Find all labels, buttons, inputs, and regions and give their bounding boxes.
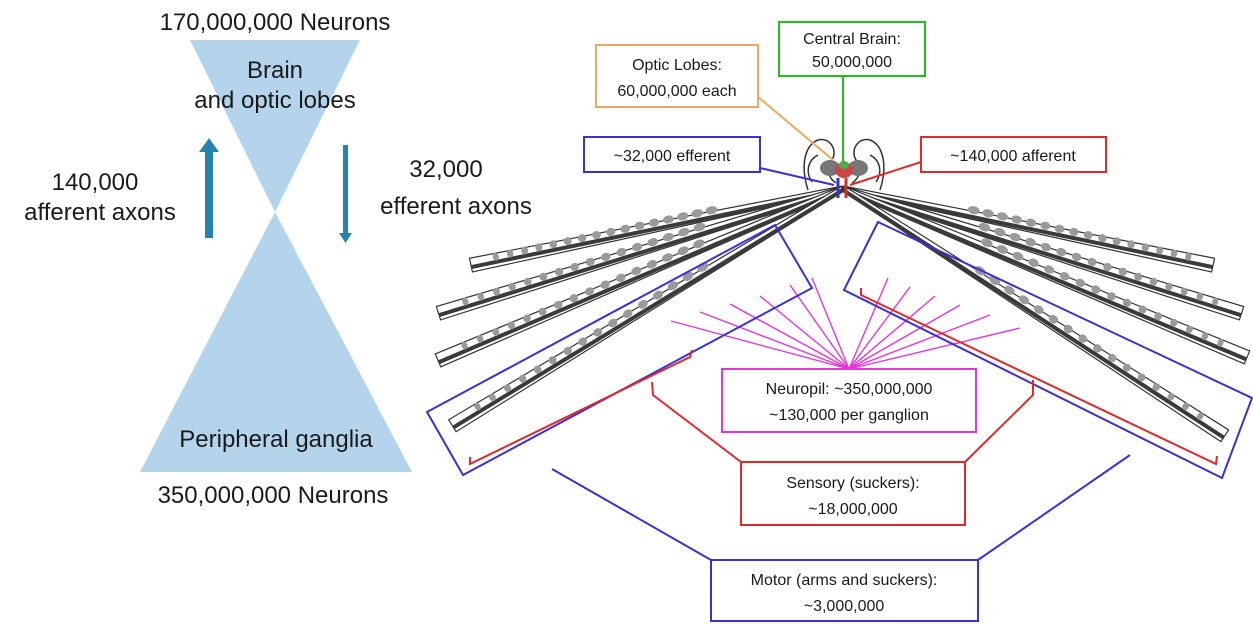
motor-value: ~3,000,000 [804,598,885,615]
sensory-value: ~18,000,000 [808,501,898,518]
efferent-callout-text: ~32,000 efferent [614,148,731,165]
neuropil-line [671,321,849,369]
central-brain-title: Central Brain: [803,31,901,48]
sensory-title: Sensory (suckers): [786,475,919,492]
neuropil-line [700,312,849,369]
neuropil-line [730,304,849,369]
brain-label-line2: and optic lobes [194,87,355,114]
neuropil-callout: Neuropil: ~350,000,000 ~130,000 per gang… [722,369,976,432]
optic-lobes-leader [757,96,833,160]
neuropil-line [849,305,960,369]
afferent-callout-text: ~140,000 afferent [950,148,1076,165]
optic-lobes-value: 60,000,000 each [617,83,736,100]
optic-lobes-callout: Optic Lobes: 60,000,000 each [596,45,758,107]
brain-label-line1: Brain [247,57,303,84]
efferent-label: efferent axons [380,193,532,220]
motor-connector-left [552,469,711,560]
arm [843,186,1215,272]
motor-callout: Motor (arms and suckers): ~3,000,000 [711,560,978,621]
neuropil-value: ~130,000 per ganglion [769,407,929,424]
motor-connector-right [978,455,1130,560]
octopus-schematic: Central Brain: 50,000,000 Optic Lobes: 6… [427,22,1252,621]
sensory-callout: Sensory (suckers): ~18,000,000 [741,462,965,525]
sensory-bracket-left [470,350,692,464]
central-brain-callout: Central Brain: 50,000,000 [779,22,925,76]
peripheral-label: Peripheral ganglia [179,426,373,453]
ganglia-neuron-count: 350,000,000 Neurons [158,482,389,509]
efferent-arrow-shaft [343,145,348,235]
optic-lobes-title: Optic Lobes: [632,57,722,74]
neuropil-line [760,296,849,369]
hourglass-diagram: 170,000,000 Neurons Brain and optic lobe… [24,9,532,509]
neuropil-title: Neuropil: ~350,000,000 [766,381,933,398]
motor-title: Motor (arms and suckers): [751,572,938,589]
central-brain-value: 50,000,000 [812,54,892,71]
efferent-arrow-head [339,233,352,243]
afferent-callout: ~140,000 afferent [921,137,1106,172]
efferent-number: 32,000 [409,156,482,183]
brain-neuron-count: 170,000,000 Neurons [160,9,391,36]
afferent-number: 140,000 [52,169,139,196]
afferent-arrow-shaft [205,150,213,238]
efferent-callout: ~32,000 efferent [584,137,760,172]
afferent-arrow-head [199,138,219,152]
afferent-label: afferent axons [24,199,176,226]
